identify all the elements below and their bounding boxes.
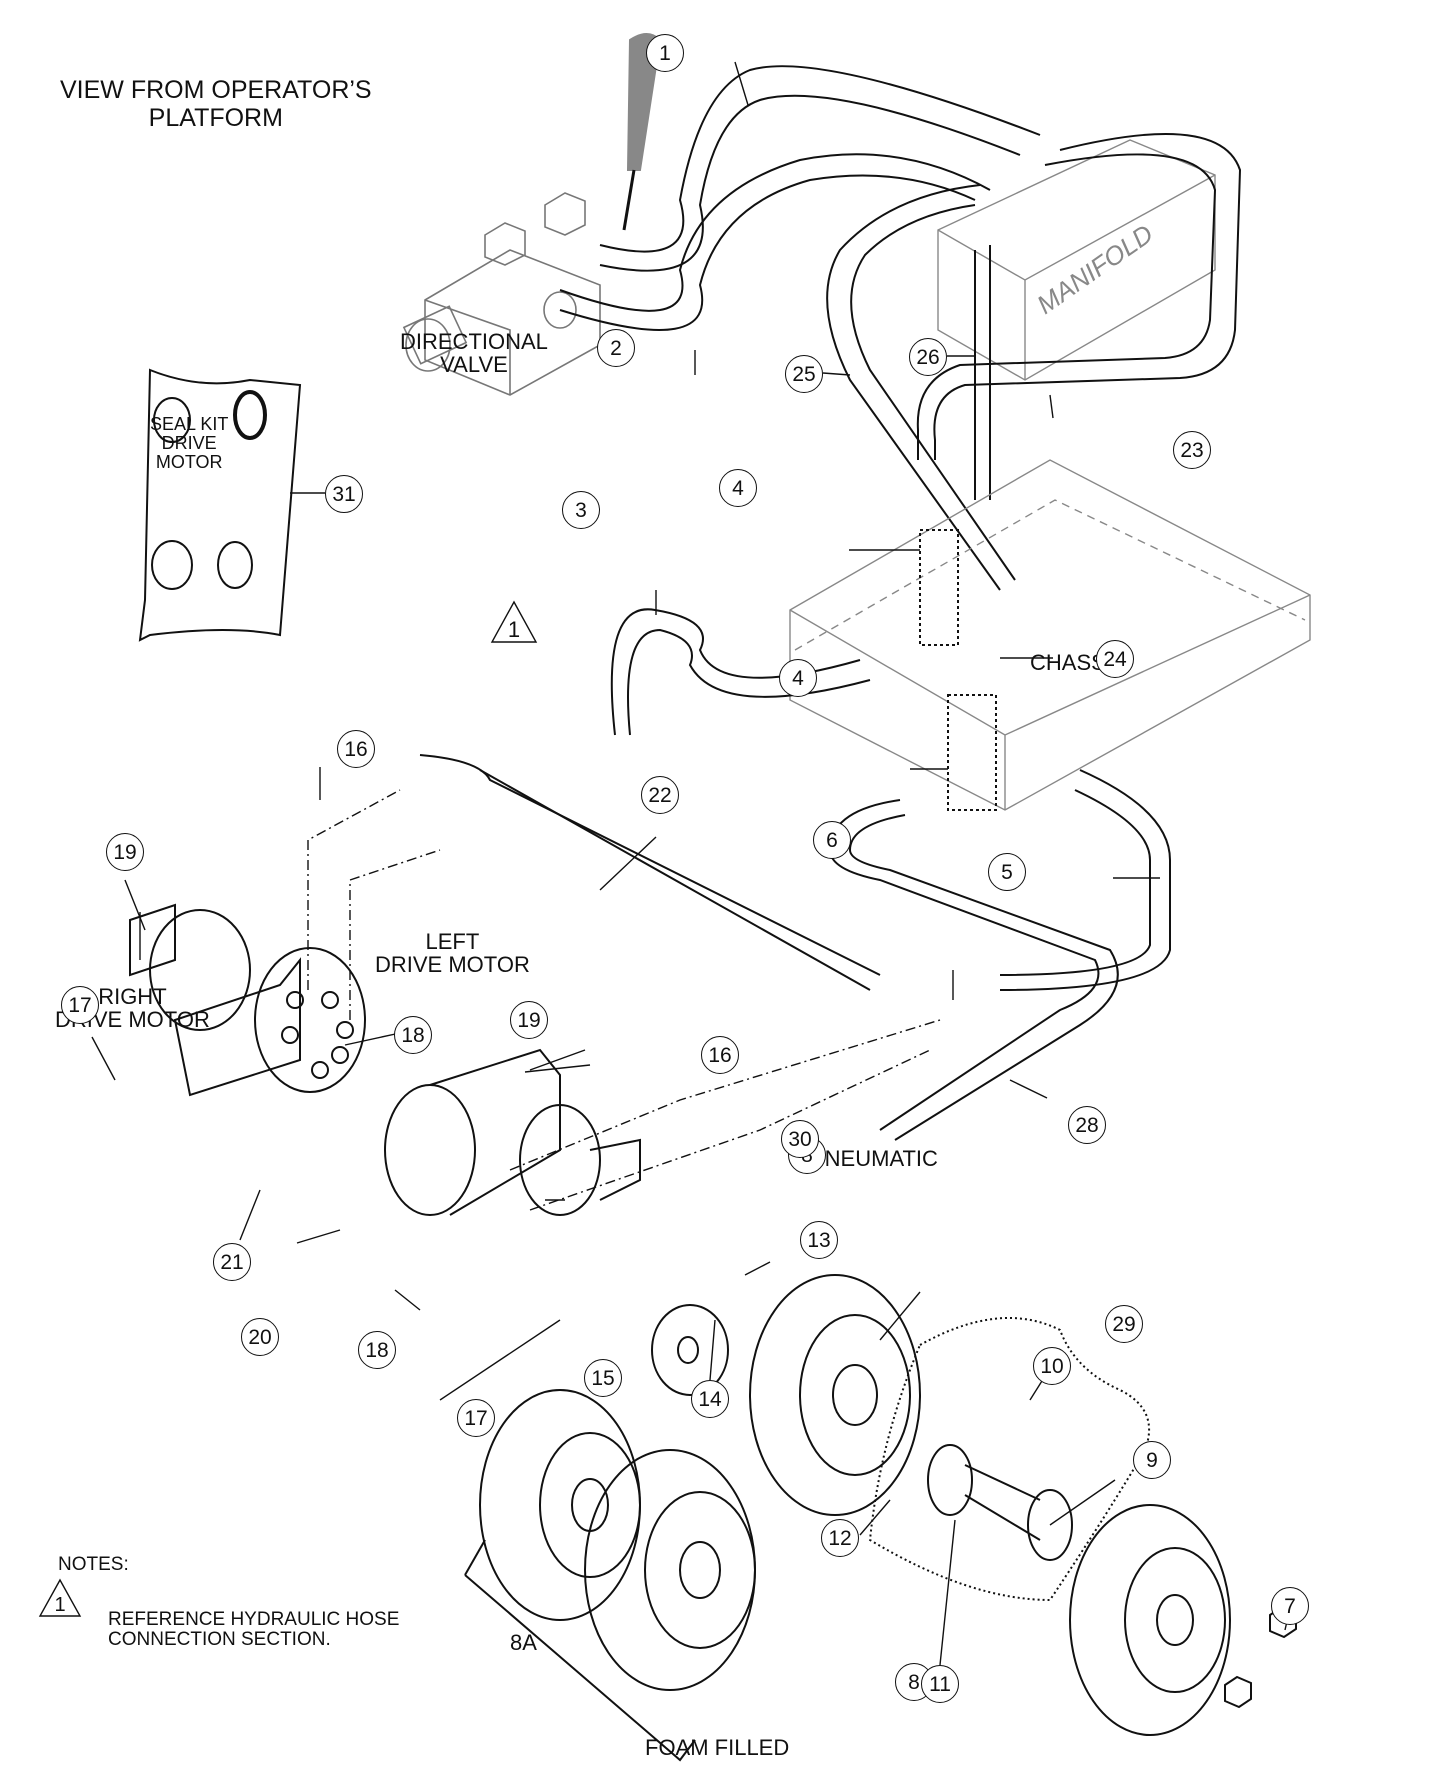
- wheel-pneumatic-top: [749, 1274, 921, 1516]
- callout-17-upper[interactable]: 17: [61, 986, 99, 1024]
- callout-16-lower[interactable]: 16: [701, 1036, 739, 1074]
- callout-1[interactable]: 1: [646, 34, 684, 72]
- left-drive-motor-label-line-2: DRIVE MOTOR: [375, 952, 530, 977]
- callout-30[interactable]: 30: [781, 1120, 819, 1158]
- callout-16-upper[interactable]: 16: [337, 730, 375, 768]
- wheel-8a-label: 8A: [510, 1630, 537, 1655]
- note-1-text-line-2: CONNECTION SECTION.: [108, 1629, 331, 1650]
- callout-14[interactable]: 14: [691, 1380, 729, 1418]
- note-flag-diagram-icon: 1: [490, 600, 538, 643]
- directional-valve-label: DIRECTIONAL VALVE: [400, 330, 548, 376]
- note-flag-diagram-number: 1: [508, 617, 520, 642]
- callout-19-lower[interactable]: 19: [510, 1001, 548, 1039]
- notes-heading: NOTES:: [58, 1554, 129, 1575]
- manifold-label: MANIFOLD: [1031, 218, 1158, 320]
- callout-10[interactable]: 10: [1033, 1347, 1071, 1385]
- seal-kit-bag: [138, 368, 302, 642]
- directional-valve-label-line-2: VALVE: [440, 352, 508, 377]
- callout-29[interactable]: 29: [1105, 1305, 1143, 1343]
- manifold-drawing: [937, 139, 1216, 381]
- left-drive-motor-label: LEFT DRIVE MOTOR: [375, 930, 530, 976]
- callout-5[interactable]: 5: [988, 853, 1026, 891]
- seal-kit-label: SEAL KIT DRIVE MOTOR: [150, 415, 228, 472]
- callout-11[interactable]: 11: [921, 1665, 959, 1703]
- callout-21[interactable]: 21: [213, 1243, 251, 1281]
- note-flag-icon: 1: [38, 1578, 82, 1617]
- wheel-pneumatic-bottom: [1069, 1504, 1231, 1736]
- callout-3[interactable]: 3: [562, 491, 600, 529]
- callout-4-upper[interactable]: 4: [719, 469, 757, 507]
- chassis-drawing: [789, 459, 1311, 811]
- valve-handle: [626, 33, 662, 171]
- callout-19-upper[interactable]: 19: [106, 833, 144, 871]
- foam-filled-label: FOAM FILLED: [645, 1735, 790, 1760]
- callout-13[interactable]: 13: [800, 1221, 838, 1259]
- seal-kit-label-line-2: DRIVE: [161, 433, 217, 453]
- callout-20[interactable]: 20: [241, 1318, 279, 1356]
- wheel-foam-1: [479, 1389, 641, 1621]
- callout-26[interactable]: 26: [909, 338, 947, 376]
- callout-12[interactable]: 12: [821, 1519, 859, 1557]
- callout-23[interactable]: 23: [1173, 431, 1211, 469]
- callout-7[interactable]: 7: [1271, 1587, 1309, 1625]
- callout-28[interactable]: 28: [1068, 1106, 1106, 1144]
- right-drive-motor-drawing: [129, 903, 366, 1097]
- upper-hoses: [559, 65, 1242, 591]
- left-drive-motor-drawing: [384, 1048, 641, 1216]
- wheel-foam-2: [584, 1449, 756, 1691]
- seal-kit-label-line-1: SEAL KIT: [150, 414, 229, 434]
- callout-4-lower[interactable]: 4: [779, 659, 817, 697]
- view-title-line-2: PLATFORM: [148, 104, 283, 132]
- right-drive-motor-label-line-1: RIGHT: [98, 984, 167, 1009]
- view-title-line-1: VIEW FROM OPERATOR’S: [60, 76, 372, 104]
- callout-25[interactable]: 25: [785, 355, 823, 393]
- callout-22[interactable]: 22: [641, 776, 679, 814]
- note-1-text-line-1: REFERENCE HYDRAULIC HOSE: [108, 1609, 400, 1630]
- seal-kit-label-line-3: MOTOR: [155, 452, 223, 472]
- directional-valve-label-line-1: DIRECTIONAL: [400, 329, 548, 354]
- callout-18-upper[interactable]: 18: [394, 1016, 432, 1054]
- pneumatic-label: PNEUMATIC: [810, 1146, 938, 1171]
- callout-24[interactable]: 24: [1096, 640, 1134, 678]
- left-drive-motor-label-line-1: LEFT: [425, 929, 480, 954]
- callout-17-lower[interactable]: 17: [457, 1399, 495, 1437]
- callout-31[interactable]: 31: [325, 475, 363, 513]
- note-1-text: REFERENCE HYDRAULIC HOSE CONNECTION SECT…: [108, 1610, 399, 1650]
- callout-2[interactable]: 2: [597, 329, 635, 367]
- callout-15[interactable]: 15: [584, 1359, 622, 1397]
- lower-hoses: [828, 769, 1171, 1141]
- view-title: VIEW FROM OPERATOR’S PLATFORM: [60, 76, 372, 132]
- callout-6[interactable]: 6: [813, 821, 851, 859]
- callout-9[interactable]: 9: [1133, 1441, 1171, 1479]
- note-flag-number: 1: [54, 1594, 65, 1616]
- callout-18-lower[interactable]: 18: [358, 1331, 396, 1369]
